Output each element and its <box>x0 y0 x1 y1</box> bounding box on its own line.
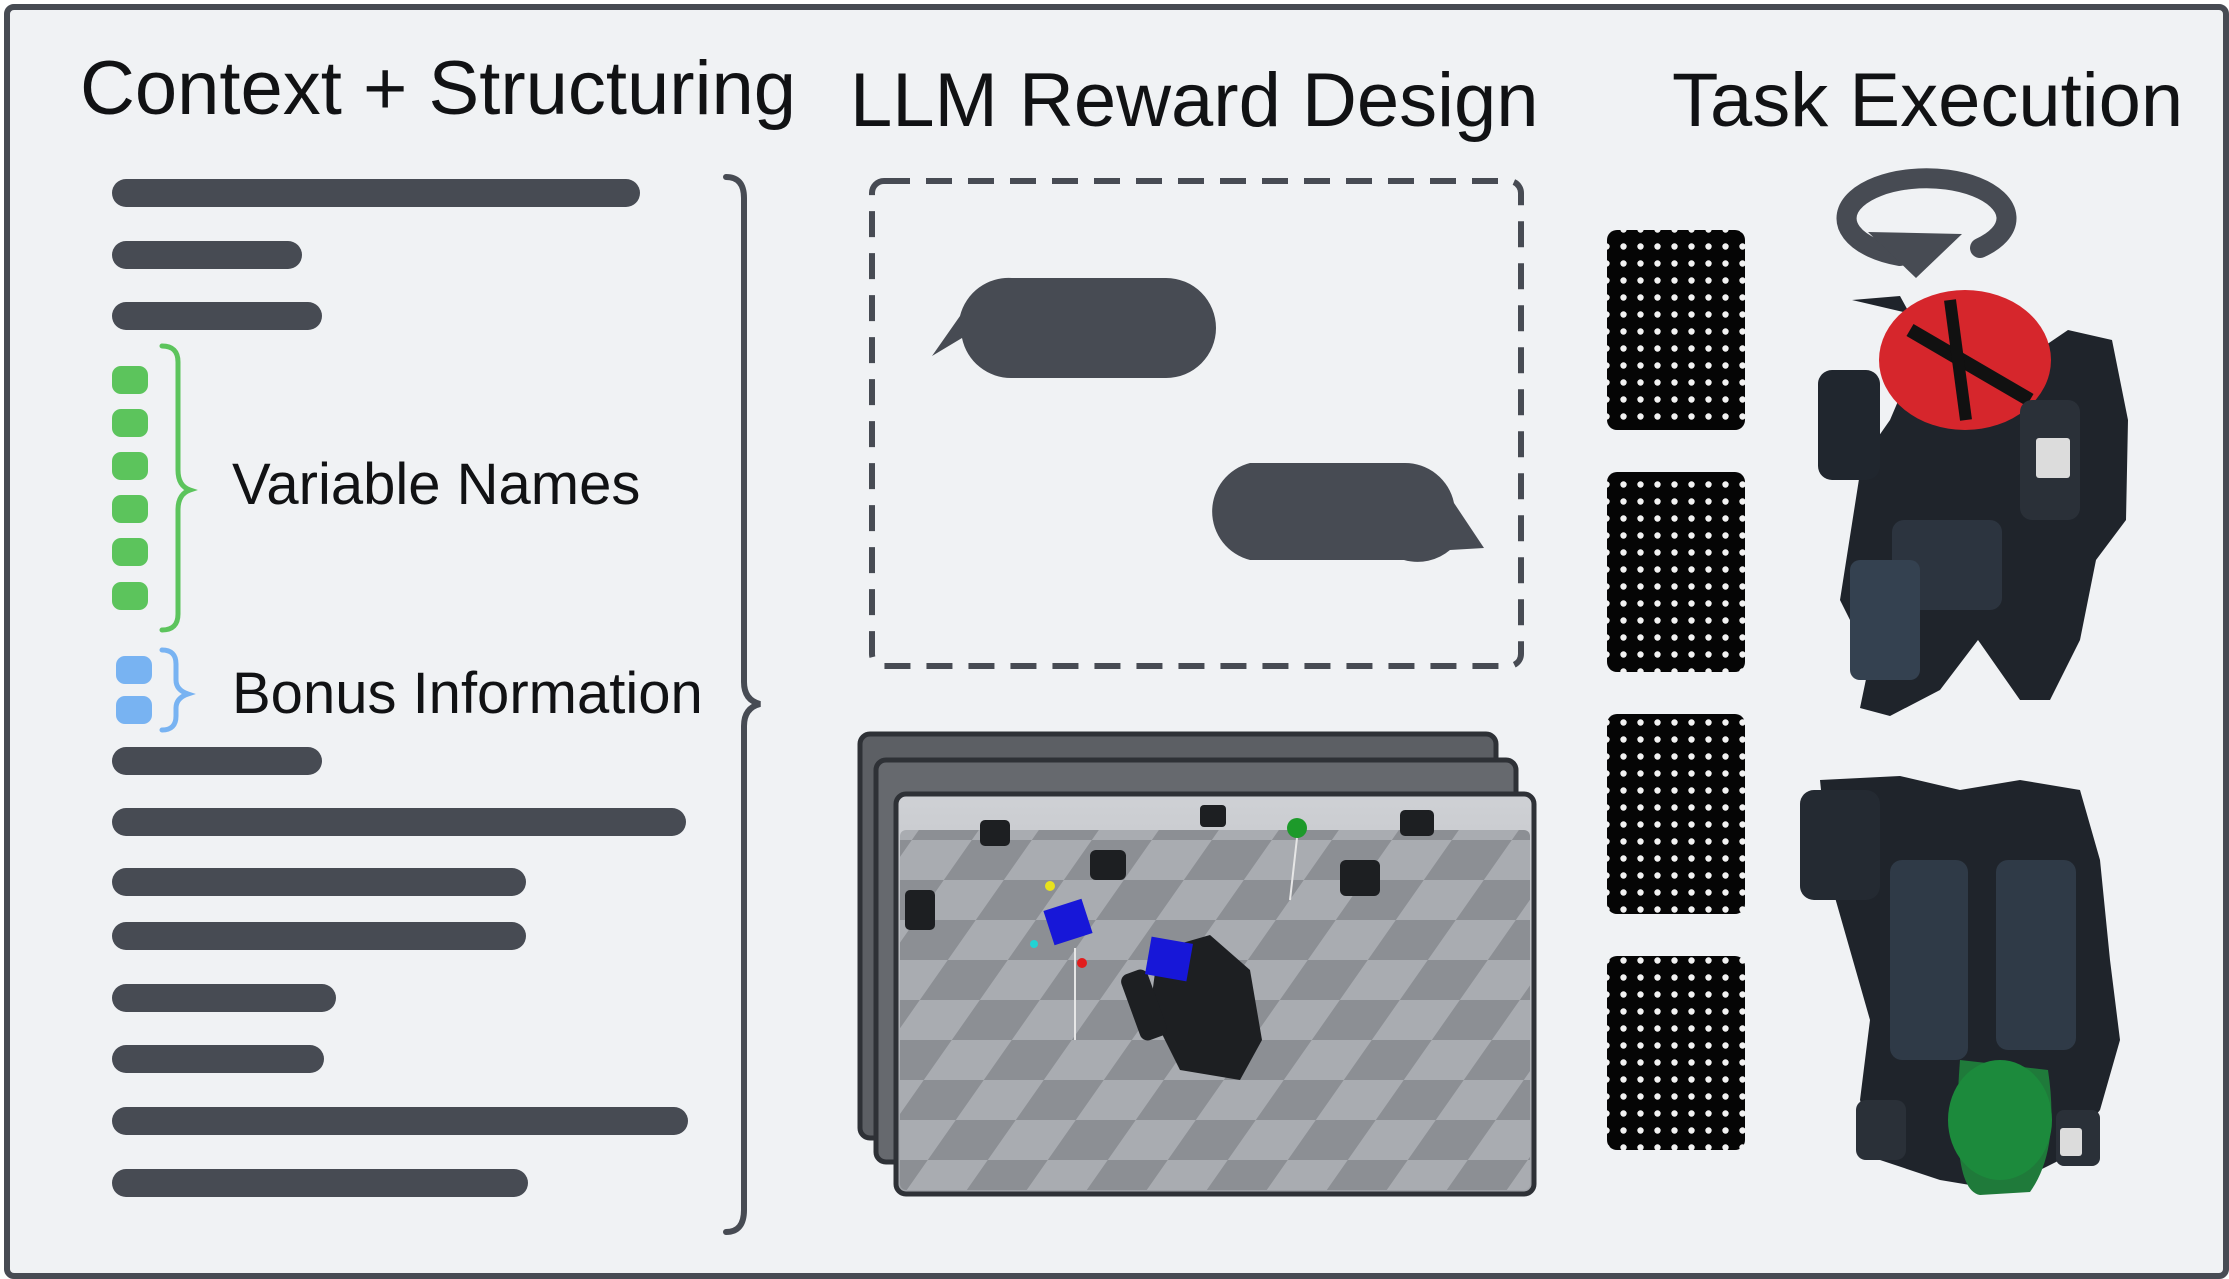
context-line <box>112 1107 688 1135</box>
context-line <box>112 808 686 836</box>
variable-name-chip <box>112 495 148 523</box>
simulation-stack <box>857 731 1537 1197</box>
context-line <box>112 868 526 896</box>
bonus-information-brace <box>159 647 196 733</box>
reward-dialogue-box <box>869 178 1524 669</box>
context-line <box>112 747 322 775</box>
variable-names-brace <box>159 343 198 633</box>
context-brace <box>723 174 761 1235</box>
context-structuring-heading: Context + Structuring <box>80 46 797 131</box>
tactile-image <box>1607 956 1745 1150</box>
context-line <box>112 1169 528 1197</box>
robot-hand-red-object <box>1818 290 2128 716</box>
bonus-information-chip <box>116 656 152 684</box>
cube-object <box>1043 898 1093 946</box>
variable-names-label: Variable Names <box>232 452 641 517</box>
tactile-image <box>1607 714 1745 914</box>
rotate-arrow-icon <box>1836 168 2017 278</box>
variable-name-chip <box>112 366 148 394</box>
context-line <box>112 1045 324 1073</box>
bonus-information-label: Bonus Information <box>232 661 703 726</box>
context-line <box>112 922 526 950</box>
variable-name-chip <box>112 452 148 480</box>
variable-name-chip <box>112 582 148 610</box>
llm-reward-design-heading: LLM Reward Design <box>850 58 1539 143</box>
robot-hand-green-object <box>1800 776 2120 1195</box>
task-execution-heading: Task Execution <box>1672 58 2184 143</box>
variable-name-chip <box>112 538 148 566</box>
tactile-image <box>1607 472 1745 672</box>
context-line <box>112 179 640 207</box>
context-line <box>112 984 336 1012</box>
context-line <box>112 302 322 330</box>
context-line <box>112 241 302 269</box>
variable-name-chip <box>112 409 148 437</box>
bonus-information-chip <box>116 696 152 724</box>
speech-bubble-left-icon <box>932 277 1216 379</box>
cube-object <box>1145 936 1193 982</box>
speech-bubble-right-icon <box>1212 462 1484 562</box>
tactile-image <box>1607 230 1745 430</box>
